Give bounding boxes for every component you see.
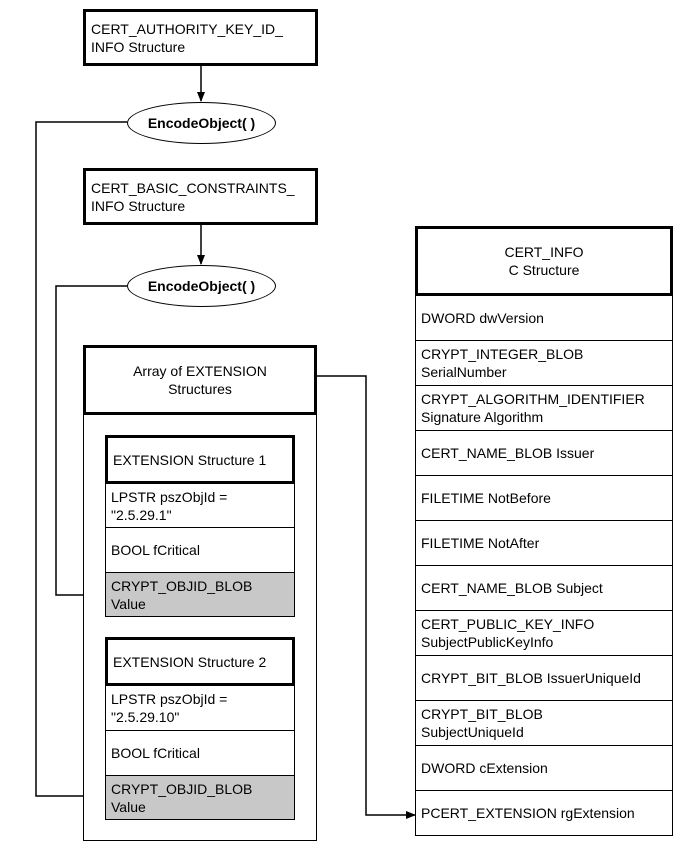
extension-structure-1-title: EXTENSION Structure 1: [113, 451, 267, 468]
cert-info-field-issuer-unique-id: CRYPT_BIT_BLOB IssuerUniqueId: [415, 655, 673, 701]
ext2-field-value: CRYPT_OBJID_BLOB Value: [105, 775, 295, 820]
arrow-encode2-to-ext1-value: [55, 285, 127, 599]
cert-info-title: CERT_INFO C Structure: [504, 244, 584, 278]
extension-structure-2-header: EXTENSION Structure 2: [105, 637, 295, 686]
encode-object-oval-1: EncodeObject( ): [127, 102, 276, 144]
cert-info-field-cextension: DWORD cExtension: [415, 745, 673, 791]
cert-info-field-subject-unique-id: CRYPT_BIT_BLOB SubjectUniqueId: [415, 700, 673, 746]
ext2-field-fcritical: BOOL fCritical: [105, 730, 295, 776]
cert-info-field-notafter: FILETIME NotAfter: [415, 520, 673, 566]
cert-info-field-subject-public-key-info: CERT_PUBLIC_KEY_INFO SubjectPublicKeyInf…: [415, 610, 673, 656]
ext1-field-pszobjid: LPSTR pszObjId = "2.5.29.1": [105, 483, 295, 528]
ext1-field-value: CRYPT_OBJID_BLOB Value: [105, 572, 295, 617]
encode-object-oval-2: EncodeObject( ): [127, 265, 276, 307]
cert-basic-constraints-info-box: CERT_BASIC_CONSTRAINTS_ INFO Structure: [83, 168, 318, 225]
cert-authority-key-id-info-box: CERT_AUTHORITY_KEY_ID_ INFO Structure: [83, 9, 318, 66]
cert-basic-constraints-info-label: CERT_BASIC_CONSTRAINTS_ INFO Structure: [91, 179, 295, 214]
encode-object-label-2: EncodeObject( ): [147, 278, 256, 294]
cert-info-header: CERT_INFO C Structure: [415, 226, 673, 296]
cert-info-field-issuer: CERT_NAME_BLOB Issuer: [415, 430, 673, 476]
cert-info-field-signature-algorithm: CRYPT_ALGORITHM_IDENTIFIER Signature Alg…: [415, 385, 673, 431]
cert-info-field-notbefore: FILETIME NotBefore: [415, 475, 673, 521]
arrow-encode1-to-ext2-value: [35, 121, 127, 800]
cert-info-field-serialnumber: CRYPT_INTEGER_BLOB SerialNumber: [415, 340, 673, 386]
extension-structure-2-title: EXTENSION Structure 2: [113, 653, 267, 670]
arrow-extarray-to-rgextension: [317, 375, 416, 819]
ext2-field-pszobjid: LPSTR pszObjId = "2.5.29.10": [105, 685, 295, 731]
cert-info-field-subject: CERT_NAME_BLOB Subject: [415, 565, 673, 611]
extension-array-title: Array of EXTENSION Structures: [133, 363, 267, 397]
extension-array-header: Array of EXTENSION Structures: [83, 345, 317, 415]
ext1-field-fcritical: BOOL fCritical: [105, 527, 295, 573]
cert-authority-key-id-info-label: CERT_AUTHORITY_KEY_ID_ INFO Structure: [91, 20, 283, 55]
encode-object-label-1: EncodeObject( ): [147, 115, 256, 131]
extension-structure-1-header: EXTENSION Structure 1: [105, 435, 295, 484]
cert-info-field-dwversion: DWORD dwVersion: [415, 295, 673, 341]
cert-info-field-rgextension: PCERT_EXTENSION rgExtension: [415, 790, 673, 836]
